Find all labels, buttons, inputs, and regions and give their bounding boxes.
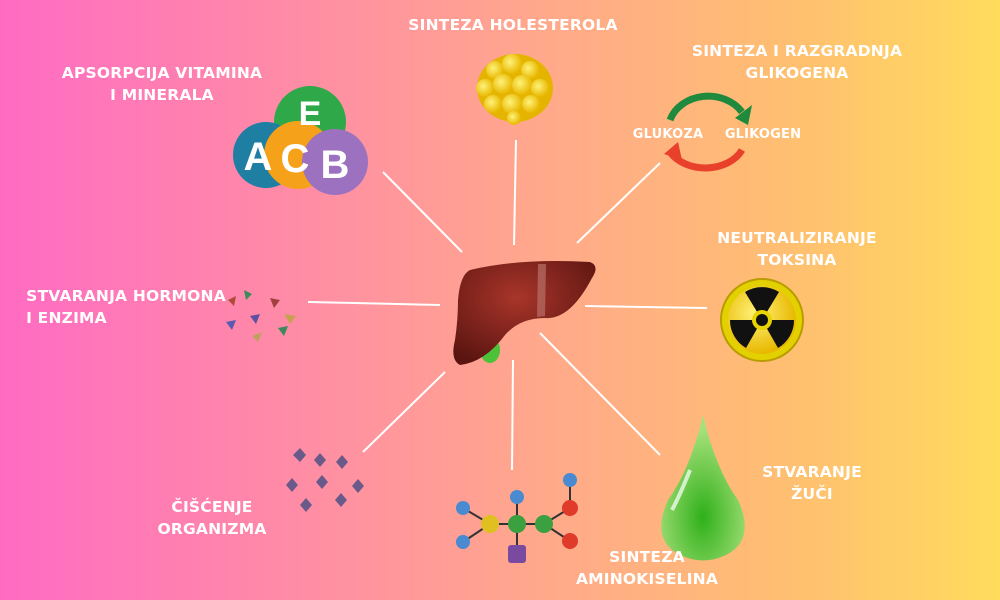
line-vitamini <box>382 171 463 253</box>
vitamin-balls-icon: E A C B <box>233 86 368 195</box>
vitamin-e-letter: E <box>299 95 322 133</box>
label-line: I ENZIMA <box>26 309 107 327</box>
connector-lines <box>307 139 708 471</box>
label-sinteza-holesterola: SINTEZA HOLESTEROLA <box>408 14 617 36</box>
liver-icon <box>453 261 596 365</box>
line-ciscenje <box>362 371 446 453</box>
line-holesterol <box>513 139 517 246</box>
label-line: I MINERALA <box>110 86 214 104</box>
line-hormoni <box>307 301 441 306</box>
label-line: ŽUČI <box>791 485 833 503</box>
label-text: SINTEZA HOLESTEROLA <box>408 16 618 34</box>
line-amino <box>511 359 514 471</box>
line-zuc <box>539 332 661 456</box>
label-line: GLIKOGENA <box>745 64 849 82</box>
label-line: ORGANIZMA <box>157 520 267 538</box>
label-line: NEUTRALIZIRANJE <box>717 229 877 247</box>
radiation-icon <box>720 278 804 362</box>
line-glikogen <box>576 162 661 244</box>
label-line: ČIŠĆENJE <box>171 498 253 516</box>
label-aminokiseline: SINTEZA AMINOKISELINA <box>576 546 718 590</box>
label-line: TOKSINA <box>757 251 837 269</box>
label-line: SINTEZA <box>609 548 685 566</box>
label-glikogen: SINTEZA I RAZGRADNJA GLIKOGENA <box>692 40 902 84</box>
vitamin-c-letter: C <box>281 137 310 181</box>
cycle-arrows-icon <box>664 92 752 172</box>
hormone-crystals-icon <box>226 290 296 342</box>
label-glikogen-word: GLIKOGEN <box>724 127 802 142</box>
label-hormoni: STVARANJA HORMONA I ENZIMA <box>26 285 226 329</box>
vitamin-a-letter: A <box>244 135 273 179</box>
label-vitamini: APSORPCIJA VITAMINA I MINERALA <box>62 62 262 106</box>
line-toksini <box>584 305 708 309</box>
bile-drop-icon <box>661 415 745 561</box>
molecule-icon <box>456 473 578 563</box>
label-glukoza: GLUKOZA <box>632 127 704 142</box>
cholesterol-icon <box>476 54 553 125</box>
label-line: STVARANJA HORMONA <box>26 287 226 305</box>
vitamin-b-letter: B <box>321 143 350 187</box>
label-line: APSORPCIJA VITAMINA <box>61 64 263 82</box>
label-toksini: NEUTRALIZIRANJE TOKSINA <box>717 227 877 271</box>
label-ciscenje: ČIŠĆENJE ORGANIZMA <box>157 496 266 540</box>
label-line: AMINOKISELINA <box>575 570 719 588</box>
label-line: SINTEZA I RAZGRADNJA <box>691 42 903 60</box>
label-line: STVARANJE <box>762 463 862 481</box>
cleaning-crystals-icon <box>286 448 364 512</box>
label-zuc: STVARANJE ŽUČI <box>762 461 862 505</box>
